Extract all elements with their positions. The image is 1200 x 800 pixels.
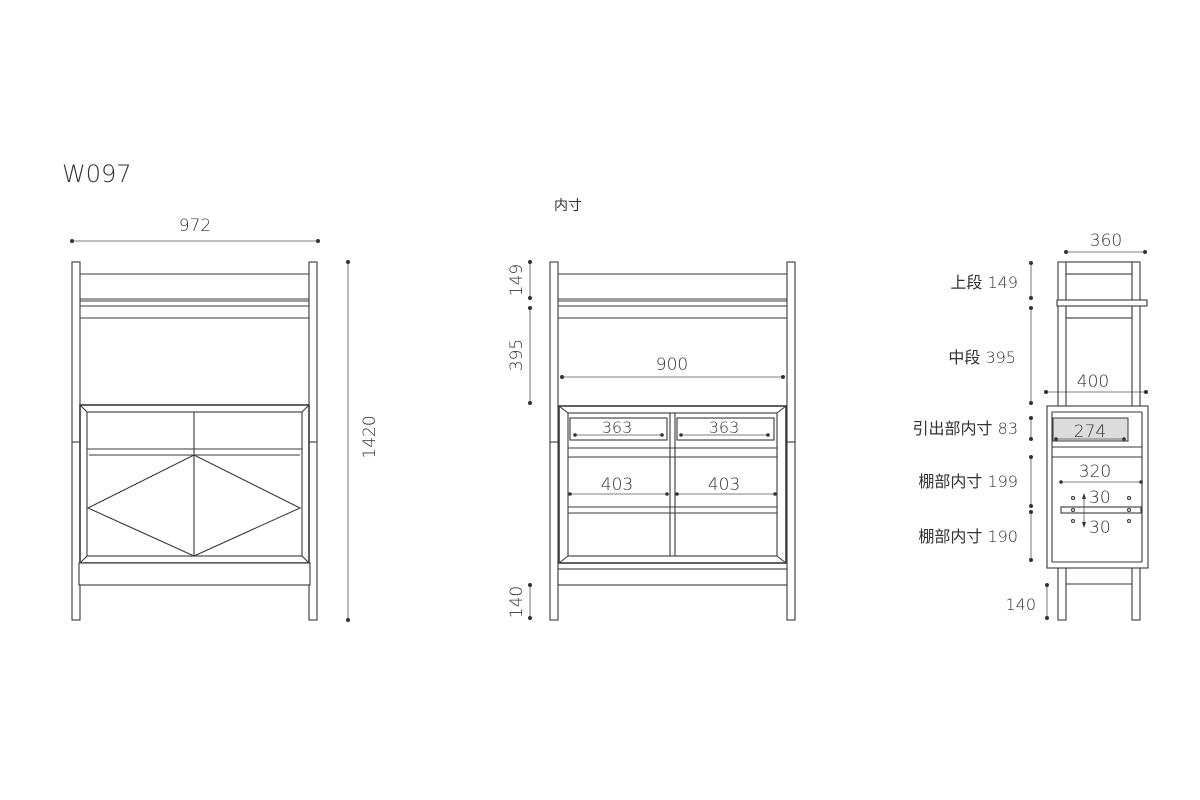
- drawer-left-dimension: 363: [602, 418, 633, 437]
- front-view: 972 1420: [70, 216, 380, 622]
- interior-title: 内寸: [554, 198, 582, 214]
- drawer-right-dimension: 363: [709, 418, 740, 437]
- bottom-label: 140: [1005, 595, 1036, 614]
- shelf-pin-holes: [1070, 495, 1132, 524]
- depth-dimension: 360: [1090, 231, 1122, 251]
- shelf-lower-label: 棚部内寸 190: [918, 527, 1018, 546]
- upper-label: 上段 149: [950, 273, 1018, 292]
- shelf-right-dimension: 403: [708, 475, 740, 495]
- shelf-left-dimension: 403: [601, 475, 633, 495]
- middle-height-dimension: 395: [507, 339, 527, 371]
- width-dimension: 972: [179, 216, 211, 236]
- interior-view: 内寸 149 395 140 900 363 363 403 403: [507, 198, 796, 621]
- top-height-dimension: 149: [507, 264, 527, 296]
- cabinet-depth-dimension: 400: [1077, 372, 1109, 392]
- side-view: 360 400 274 320 30 30: [913, 231, 1149, 621]
- drawer-label: 引出部内寸 83: [913, 419, 1018, 438]
- inner-width-dimension: 900: [656, 355, 688, 375]
- shelf-upper-label: 棚部内寸 199: [918, 472, 1018, 491]
- side-height-dimensions: [1029, 261, 1049, 620]
- height-dimension: 1420: [360, 415, 380, 458]
- model-name: W097: [62, 160, 132, 188]
- bottom-height-dimension: 140: [507, 586, 527, 618]
- middle-label: 中段 395: [948, 348, 1016, 367]
- drawer-depth-dimension: 274: [1074, 422, 1106, 442]
- shelf-adjust-up: 30: [1089, 488, 1111, 508]
- shelf-depth-dimension: 320: [1079, 462, 1111, 482]
- shelf-adjust-down: 30: [1089, 518, 1111, 538]
